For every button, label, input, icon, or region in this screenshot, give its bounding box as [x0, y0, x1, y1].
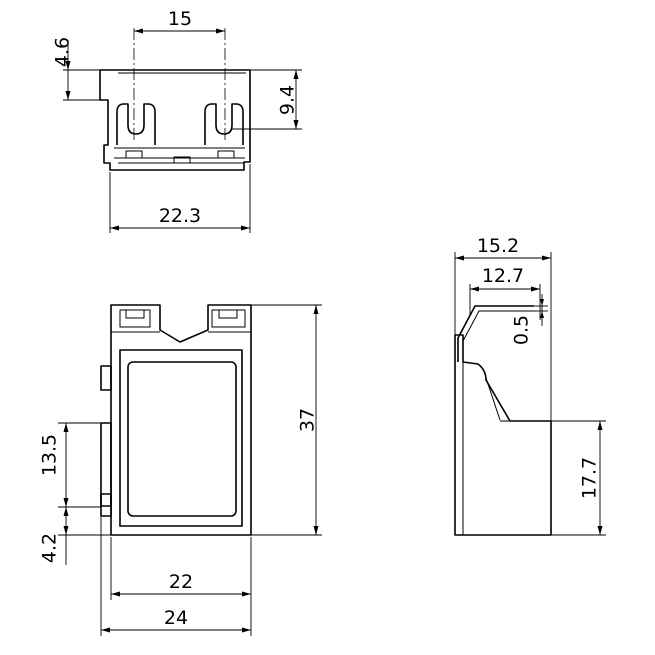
top-view: 15 4.6 9.4 22.3 [52, 8, 302, 233]
front-view-window [127, 361, 237, 517]
dim-22-3: 22.3 [109, 164, 251, 233]
dim-12-7: 12.7 [469, 265, 541, 320]
dim-0-5: 0.5 [511, 294, 548, 345]
top-view-right-tab [217, 150, 235, 159]
dim-22-label: 22 [169, 571, 193, 593]
dim-15-2-label: 15.2 [477, 235, 519, 257]
dim-37: 37 [251, 304, 322, 536]
dim-4-6: 4.6 [52, 37, 108, 101]
side-view-ramp-inner [485, 377, 501, 421]
dim-24-label: 24 [164, 607, 188, 629]
dim-22-3-label: 22.3 [159, 205, 201, 227]
dim-4-2-label: 4.2 [39, 533, 61, 563]
dim-9-4-label: 9.4 [277, 85, 299, 115]
dim-15-2: 15.2 [454, 235, 552, 421]
front-view-right-clip-slot [218, 309, 238, 319]
dim-4-2: 4.2 [39, 507, 111, 565]
dim-0-5-label: 0.5 [511, 315, 533, 345]
dim-13-5: 13.5 [39, 422, 101, 508]
side-view: 15.2 12.7 0.5 17.7 [454, 235, 606, 536]
front-view: 37 13.5 4.2 22 [39, 304, 322, 636]
dim-24: 24 [100, 517, 251, 636]
front-view-side-latch [100, 365, 112, 391]
dim-15-label: 15 [168, 8, 192, 30]
dim-4-6-label: 4.6 [52, 37, 74, 67]
side-view-spring-clip-inner [462, 310, 534, 360]
dim-22: 22 [110, 537, 252, 636]
dim-13-5-label: 13.5 [39, 434, 61, 476]
dim-17-7: 17.7 [551, 420, 606, 536]
top-view-left-tab [125, 150, 143, 159]
front-view-left-clip-slot [125, 309, 145, 319]
top-view-right-pin-slot [204, 103, 244, 145]
dim-37-label: 37 [297, 408, 319, 432]
dim-12-7-label: 12.7 [482, 265, 524, 287]
front-view-frame [119, 349, 243, 527]
front-view-side-rail [100, 422, 112, 517]
front-view-body-outline [110, 304, 252, 536]
side-view-body-outline [454, 334, 552, 536]
top-view-left-pin-slot [116, 103, 156, 145]
dim-17-7-label: 17.7 [579, 457, 601, 499]
dim-9-4: 9.4 [232, 69, 302, 130]
top-view-body-outline [99, 69, 251, 171]
dim-15: 15 [134, 8, 225, 34]
side-view-spring-clip [457, 305, 534, 362]
front-view-pin-tab [100, 493, 112, 507]
